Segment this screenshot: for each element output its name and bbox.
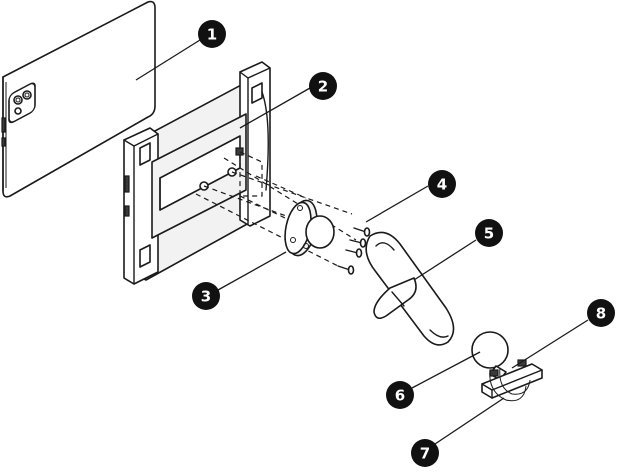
double-socket-arm [365,231,455,346]
callout-6: 6 [386,381,414,409]
round-base-plate [284,199,335,257]
callout-2: 2 [309,72,337,100]
callout-3-number: 3 [201,288,211,306]
screws [337,227,371,275]
camera-module [8,82,36,124]
side-button [1,137,6,147]
side-button [1,117,6,133]
screw [353,227,371,237]
callout-3: 3 [192,282,220,310]
callout-1-number: 1 [207,26,217,44]
tablet-holder-frame [123,61,271,285]
screw [349,238,367,248]
screw [345,248,363,258]
callout-2-number: 2 [318,78,328,96]
callout-7: 7 [411,439,439,467]
callout-7-number: 7 [420,445,430,463]
callout-6-number: 6 [395,387,405,405]
leader-lines [135,39,589,447]
tightening-knob [373,277,417,320]
screw [337,265,355,275]
tablet [1,0,156,198]
callout-4: 4 [428,170,456,198]
callout-5: 5 [475,219,503,247]
callout-5-number: 5 [484,225,494,243]
callout-1: 1 [198,20,226,48]
u-bolt-clamp-base [481,359,543,402]
callout-4-number: 4 [437,176,447,194]
callout-8: 8 [587,299,615,327]
callout-8-number: 8 [596,305,606,323]
